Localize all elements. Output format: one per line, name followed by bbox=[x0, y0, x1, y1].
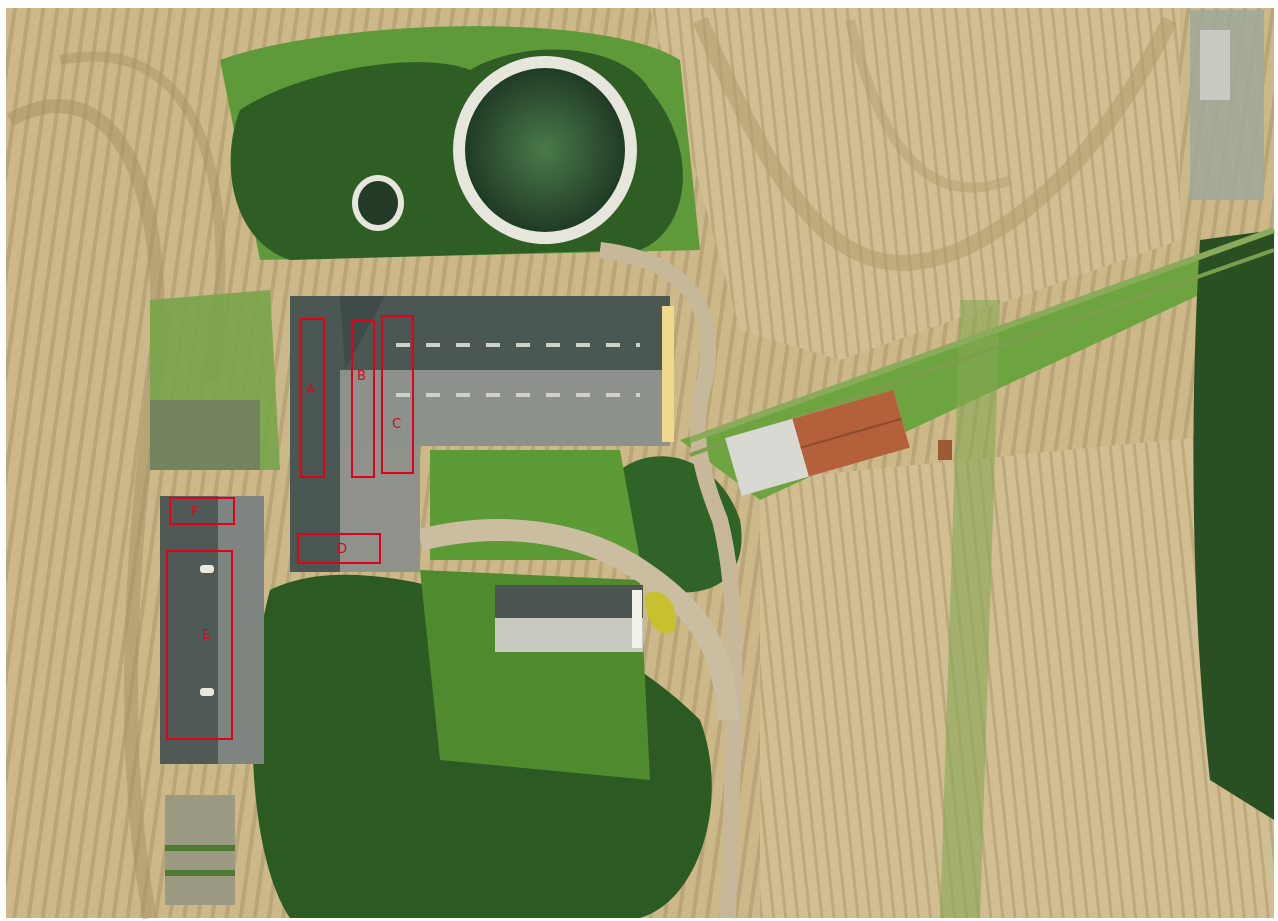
barn-building bbox=[725, 389, 910, 496]
annotation-f: F bbox=[169, 497, 235, 525]
annotation-c: C bbox=[381, 315, 414, 474]
annotation-b: B bbox=[351, 320, 375, 478]
annotation-a-box bbox=[300, 318, 325, 478]
annotation-a: A bbox=[300, 318, 325, 478]
annotation-d-label: D bbox=[337, 542, 347, 557]
photo-area bbox=[6, 8, 1276, 920]
annotation-d-box bbox=[297, 533, 381, 564]
main-building bbox=[290, 296, 674, 572]
annotation-b-box bbox=[351, 320, 375, 478]
annotation-a-label: A bbox=[306, 383, 315, 398]
annotation-f-label: F bbox=[191, 505, 198, 520]
annotation-c-box bbox=[381, 315, 414, 474]
annotation-e-box bbox=[166, 550, 233, 740]
shed-building bbox=[495, 585, 643, 652]
annotation-d: D bbox=[297, 533, 381, 564]
side-building bbox=[160, 496, 264, 764]
annotation-c-label: C bbox=[392, 417, 401, 432]
annotation-layer: A B C D E F bbox=[166, 315, 414, 740]
annotation-f-box bbox=[169, 497, 235, 525]
annotation-b-label: B bbox=[357, 369, 366, 384]
annotation-e: E bbox=[166, 550, 233, 740]
annotation-e-label: E bbox=[202, 628, 210, 643]
